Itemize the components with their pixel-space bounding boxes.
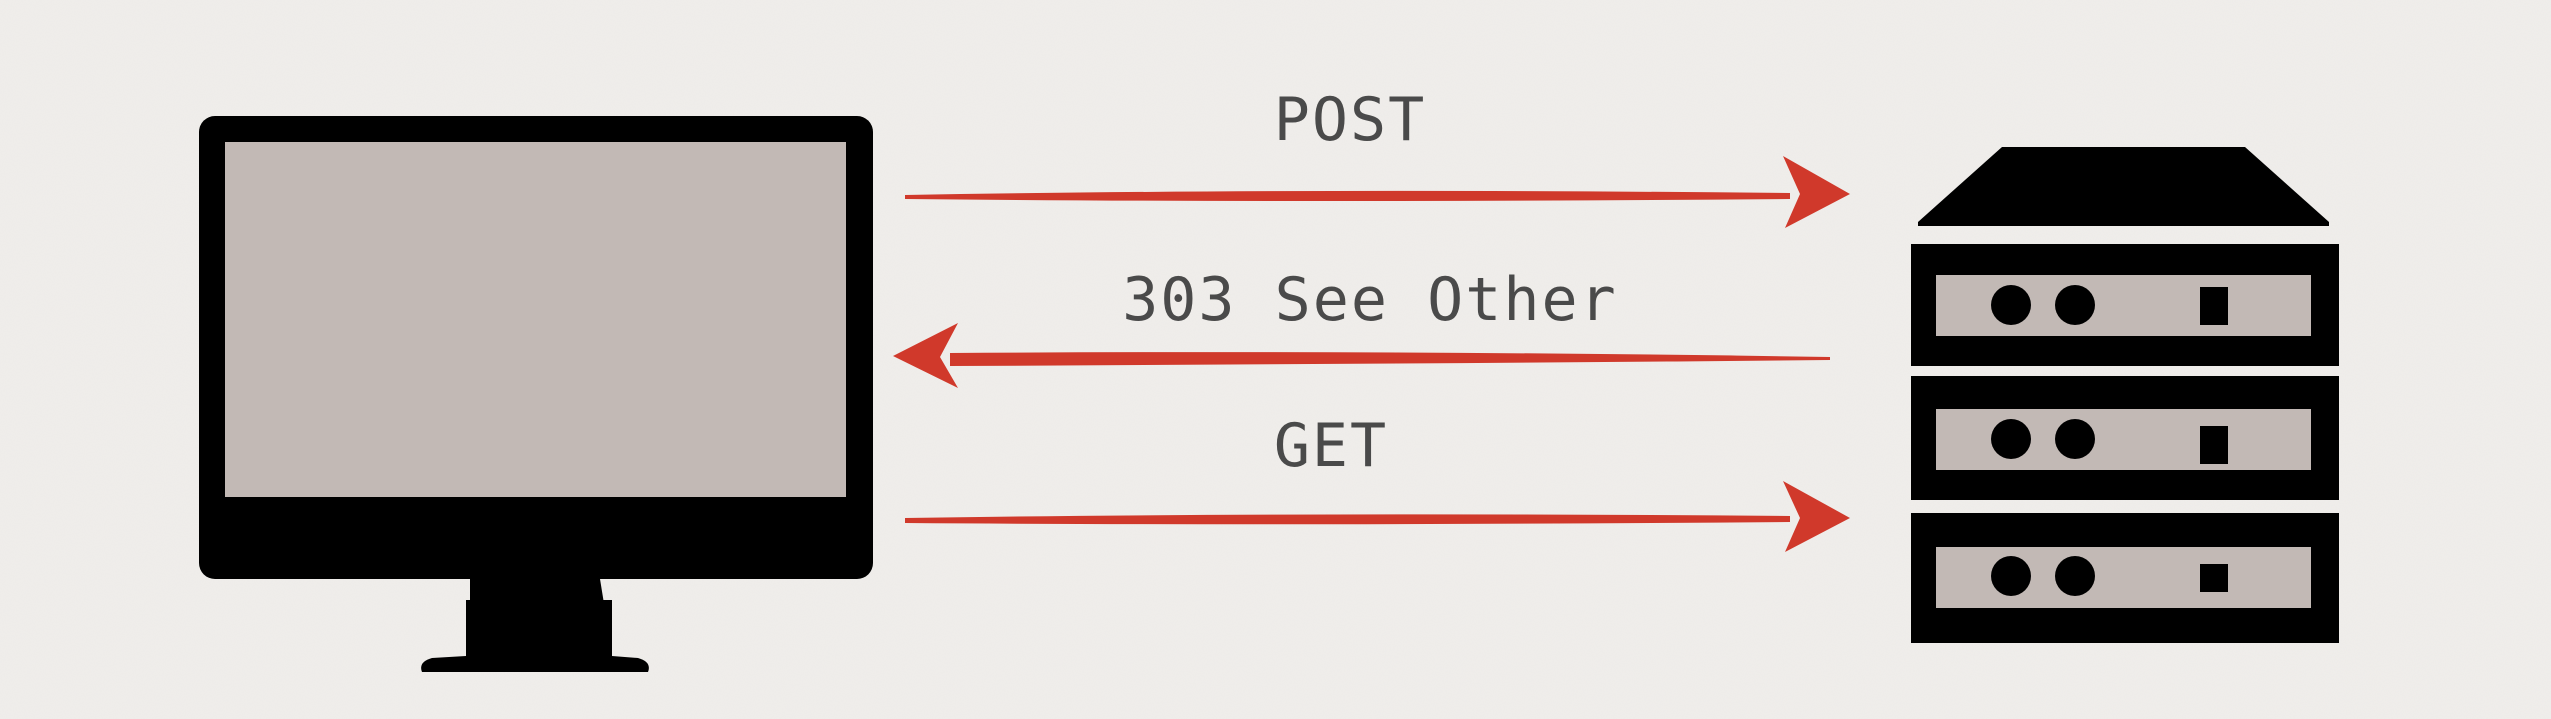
indicator-light	[2055, 419, 2095, 459]
indicator-light	[1991, 556, 2031, 596]
arrow-shaft	[905, 514, 1790, 525]
arrow-post	[905, 156, 1850, 228]
server-top	[1918, 147, 2329, 226]
arrowhead-left	[893, 323, 958, 388]
drive-bay	[2200, 426, 2228, 464]
see-other-label: 303 See Other	[1122, 265, 1618, 335]
monitor-stand	[421, 600, 649, 672]
server-rack-icon	[1911, 147, 2339, 643]
monitor-screen	[225, 142, 846, 497]
desktop-computer-icon	[199, 116, 873, 672]
arrow-shaft	[905, 190, 1790, 201]
server-unit-1	[1911, 244, 2339, 366]
drive-bay	[2200, 564, 2228, 592]
arrow-get	[905, 481, 1850, 552]
get-label: GET	[1274, 411, 1388, 481]
post-label: POST	[1274, 85, 1427, 155]
server-unit-3	[1911, 513, 2339, 643]
indicator-light	[2055, 556, 2095, 596]
arrow-shaft	[950, 352, 1830, 366]
indicator-light	[1991, 285, 2031, 325]
indicator-light	[2055, 285, 2095, 325]
drive-bay	[2200, 287, 2228, 325]
arrowhead-right	[1783, 481, 1850, 552]
arrow-see-other	[893, 323, 1830, 388]
indicator-light	[1991, 419, 2031, 459]
server-unit-2	[1911, 376, 2339, 500]
arrowhead-right	[1783, 156, 1850, 228]
